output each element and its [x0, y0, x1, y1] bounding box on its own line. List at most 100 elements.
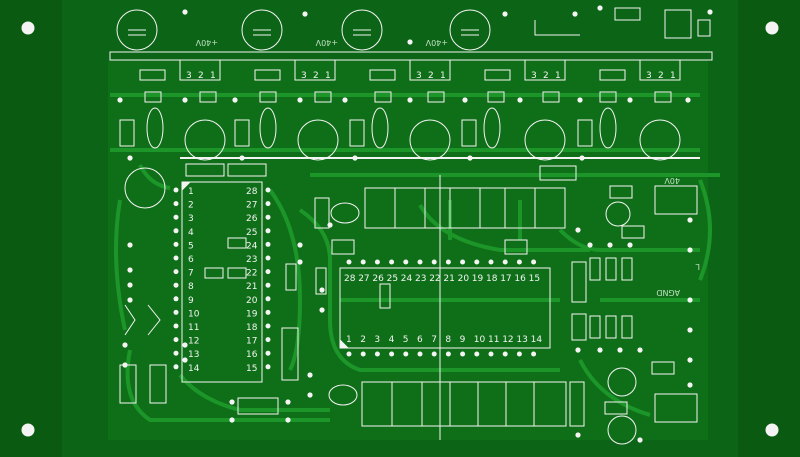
ic-center-pin-label: 4 — [389, 335, 395, 345]
via — [687, 297, 693, 303]
pin-pad — [346, 351, 352, 357]
pin-pad — [265, 255, 271, 261]
via — [637, 347, 643, 353]
ic-left-pin-label: 27 — [246, 201, 257, 211]
ic-center-outline — [339, 175, 551, 440]
svg-text:1: 1 — [555, 71, 561, 81]
pin-pad — [173, 296, 179, 302]
via — [232, 97, 238, 103]
pin-pad — [265, 228, 271, 234]
pin-pad — [265, 241, 271, 247]
ic-left-pin-label: 23 — [246, 255, 257, 265]
via — [637, 437, 643, 443]
pin-pad — [502, 351, 508, 357]
via — [579, 155, 585, 161]
pin-pad — [374, 259, 380, 265]
ic-left-pin-label: 26 — [246, 214, 258, 224]
left-bottom-parts — [119, 263, 327, 415]
via — [597, 347, 603, 353]
via — [307, 392, 313, 398]
via — [575, 227, 581, 233]
ic-center-pin-label: 25 — [387, 274, 398, 284]
rotated-labels: +40V +40V +40V 40V AGND L — [195, 38, 700, 297]
ic-left-pin-label: 9 — [188, 296, 194, 306]
via — [122, 342, 128, 348]
ic-left-pin-label: 17 — [246, 337, 257, 347]
via — [307, 372, 313, 378]
pin-pad — [173, 228, 179, 234]
via — [239, 155, 245, 161]
via — [687, 357, 693, 363]
ic-left-outline — [181, 163, 267, 383]
ic-center-pin-label: 20 — [458, 274, 470, 284]
cap-bank-bottom — [328, 381, 585, 427]
cap-bank-top — [314, 165, 577, 255]
ic-left-pin-label: 14 — [188, 364, 200, 374]
pin-pad — [265, 309, 271, 315]
via — [597, 5, 603, 11]
via — [302, 11, 308, 17]
pin-pad — [173, 323, 179, 329]
via — [327, 222, 333, 228]
pin-pad — [265, 337, 271, 343]
via — [687, 382, 693, 388]
pin-pad — [417, 351, 423, 357]
via — [352, 155, 358, 161]
ic-left-pin-label: 7 — [188, 269, 194, 279]
pin-pad — [360, 259, 366, 265]
svg-text:3: 3 — [301, 71, 307, 81]
via — [407, 39, 413, 45]
ic-left-pin-label: 15 — [246, 364, 257, 374]
via — [587, 242, 593, 248]
pin-pad — [460, 351, 466, 357]
via — [607, 242, 613, 248]
pin-pad — [173, 255, 179, 261]
ic-center-pin-label: 8 — [445, 335, 451, 345]
ic-center-pin-label: 11 — [488, 335, 499, 345]
ic-left-pin-label: 13 — [188, 350, 199, 360]
pin-pad — [173, 269, 179, 275]
pin-pad — [265, 350, 271, 356]
pin-pad — [265, 214, 271, 220]
svg-text:1: 1 — [210, 71, 216, 81]
ic-left-pin-label: 25 — [246, 228, 257, 238]
pin-pad — [488, 351, 494, 357]
ic-left-pin-label: 2 — [188, 201, 194, 211]
ic-left-pin-label: 10 — [188, 309, 200, 319]
ic-center-pin-label: 27 — [358, 274, 369, 284]
pin-pad — [346, 259, 352, 265]
pin-pad — [360, 351, 366, 357]
ic-center-pin-label: 16 — [514, 274, 526, 284]
ic-center-pin-label: 19 — [472, 274, 484, 284]
svg-text:AGND: AGND — [656, 288, 680, 297]
pin-pad — [173, 337, 179, 343]
pin-pad — [265, 282, 271, 288]
via — [182, 9, 188, 15]
pin-pad — [445, 351, 451, 357]
svg-text:3: 3 — [531, 71, 537, 81]
via — [297, 259, 303, 265]
right-parts — [571, 185, 698, 445]
ic-center-pin-label: 10 — [474, 335, 486, 345]
ic-center-pin-label: 14 — [531, 335, 543, 345]
ic-left-pin-label: 21 — [246, 282, 257, 292]
via-pads — [117, 5, 713, 443]
pin-pad — [265, 187, 271, 193]
ic-center-pin-label: 1 — [346, 335, 352, 345]
pin-pad — [403, 259, 409, 265]
ic-left-pin-label: 1 — [188, 187, 194, 197]
svg-text:+40V: +40V — [315, 38, 338, 47]
via — [127, 242, 133, 248]
svg-text:1: 1 — [670, 71, 676, 81]
via — [687, 217, 693, 223]
pin-pad — [474, 259, 480, 265]
via — [319, 307, 325, 313]
via — [229, 399, 235, 405]
ic-left-pin-label: 12 — [188, 337, 199, 347]
pin-pad — [265, 201, 271, 207]
pin-pad — [431, 259, 437, 265]
via — [127, 155, 133, 161]
svg-text:3: 3 — [186, 71, 192, 81]
svg-text:2: 2 — [428, 71, 434, 81]
via — [342, 97, 348, 103]
